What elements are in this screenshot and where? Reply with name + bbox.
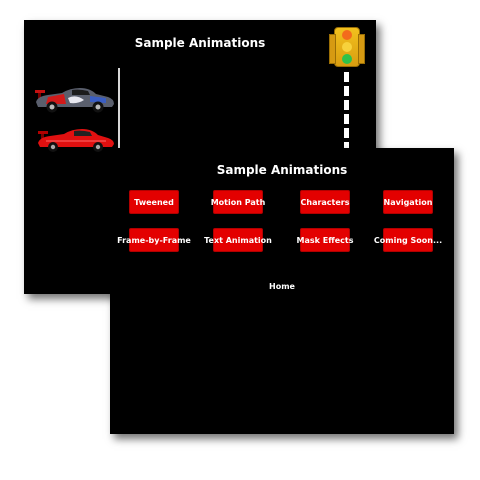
home-link[interactable]: Home (269, 282, 295, 291)
characters-button[interactable]: Characters (300, 190, 350, 214)
road-dashed-line (344, 72, 349, 152)
red-sports-car-icon (38, 129, 114, 152)
navigation-button[interactable]: Navigation (383, 190, 433, 214)
mask-effects-button[interactable]: Mask Effects (297, 228, 353, 252)
sample-animations-menu-screen: Sample Animations Tweened Motion Path Ch… (110, 148, 454, 434)
coming-soon-button[interactable]: Coming Soon... (374, 228, 442, 252)
text-animation-button[interactable]: Text Animation (204, 228, 272, 252)
traffic-light-icon (329, 27, 365, 67)
frame-by-frame-button[interactable]: Frame-by-Frame (117, 228, 191, 252)
back-screen-title: Sample Animations (134, 36, 266, 50)
motion-path-button[interactable]: Motion Path (211, 190, 265, 214)
tweened-button[interactable]: Tweened (129, 190, 179, 214)
page-title: Sample Animations (216, 163, 348, 177)
race-car-icon (35, 88, 114, 113)
